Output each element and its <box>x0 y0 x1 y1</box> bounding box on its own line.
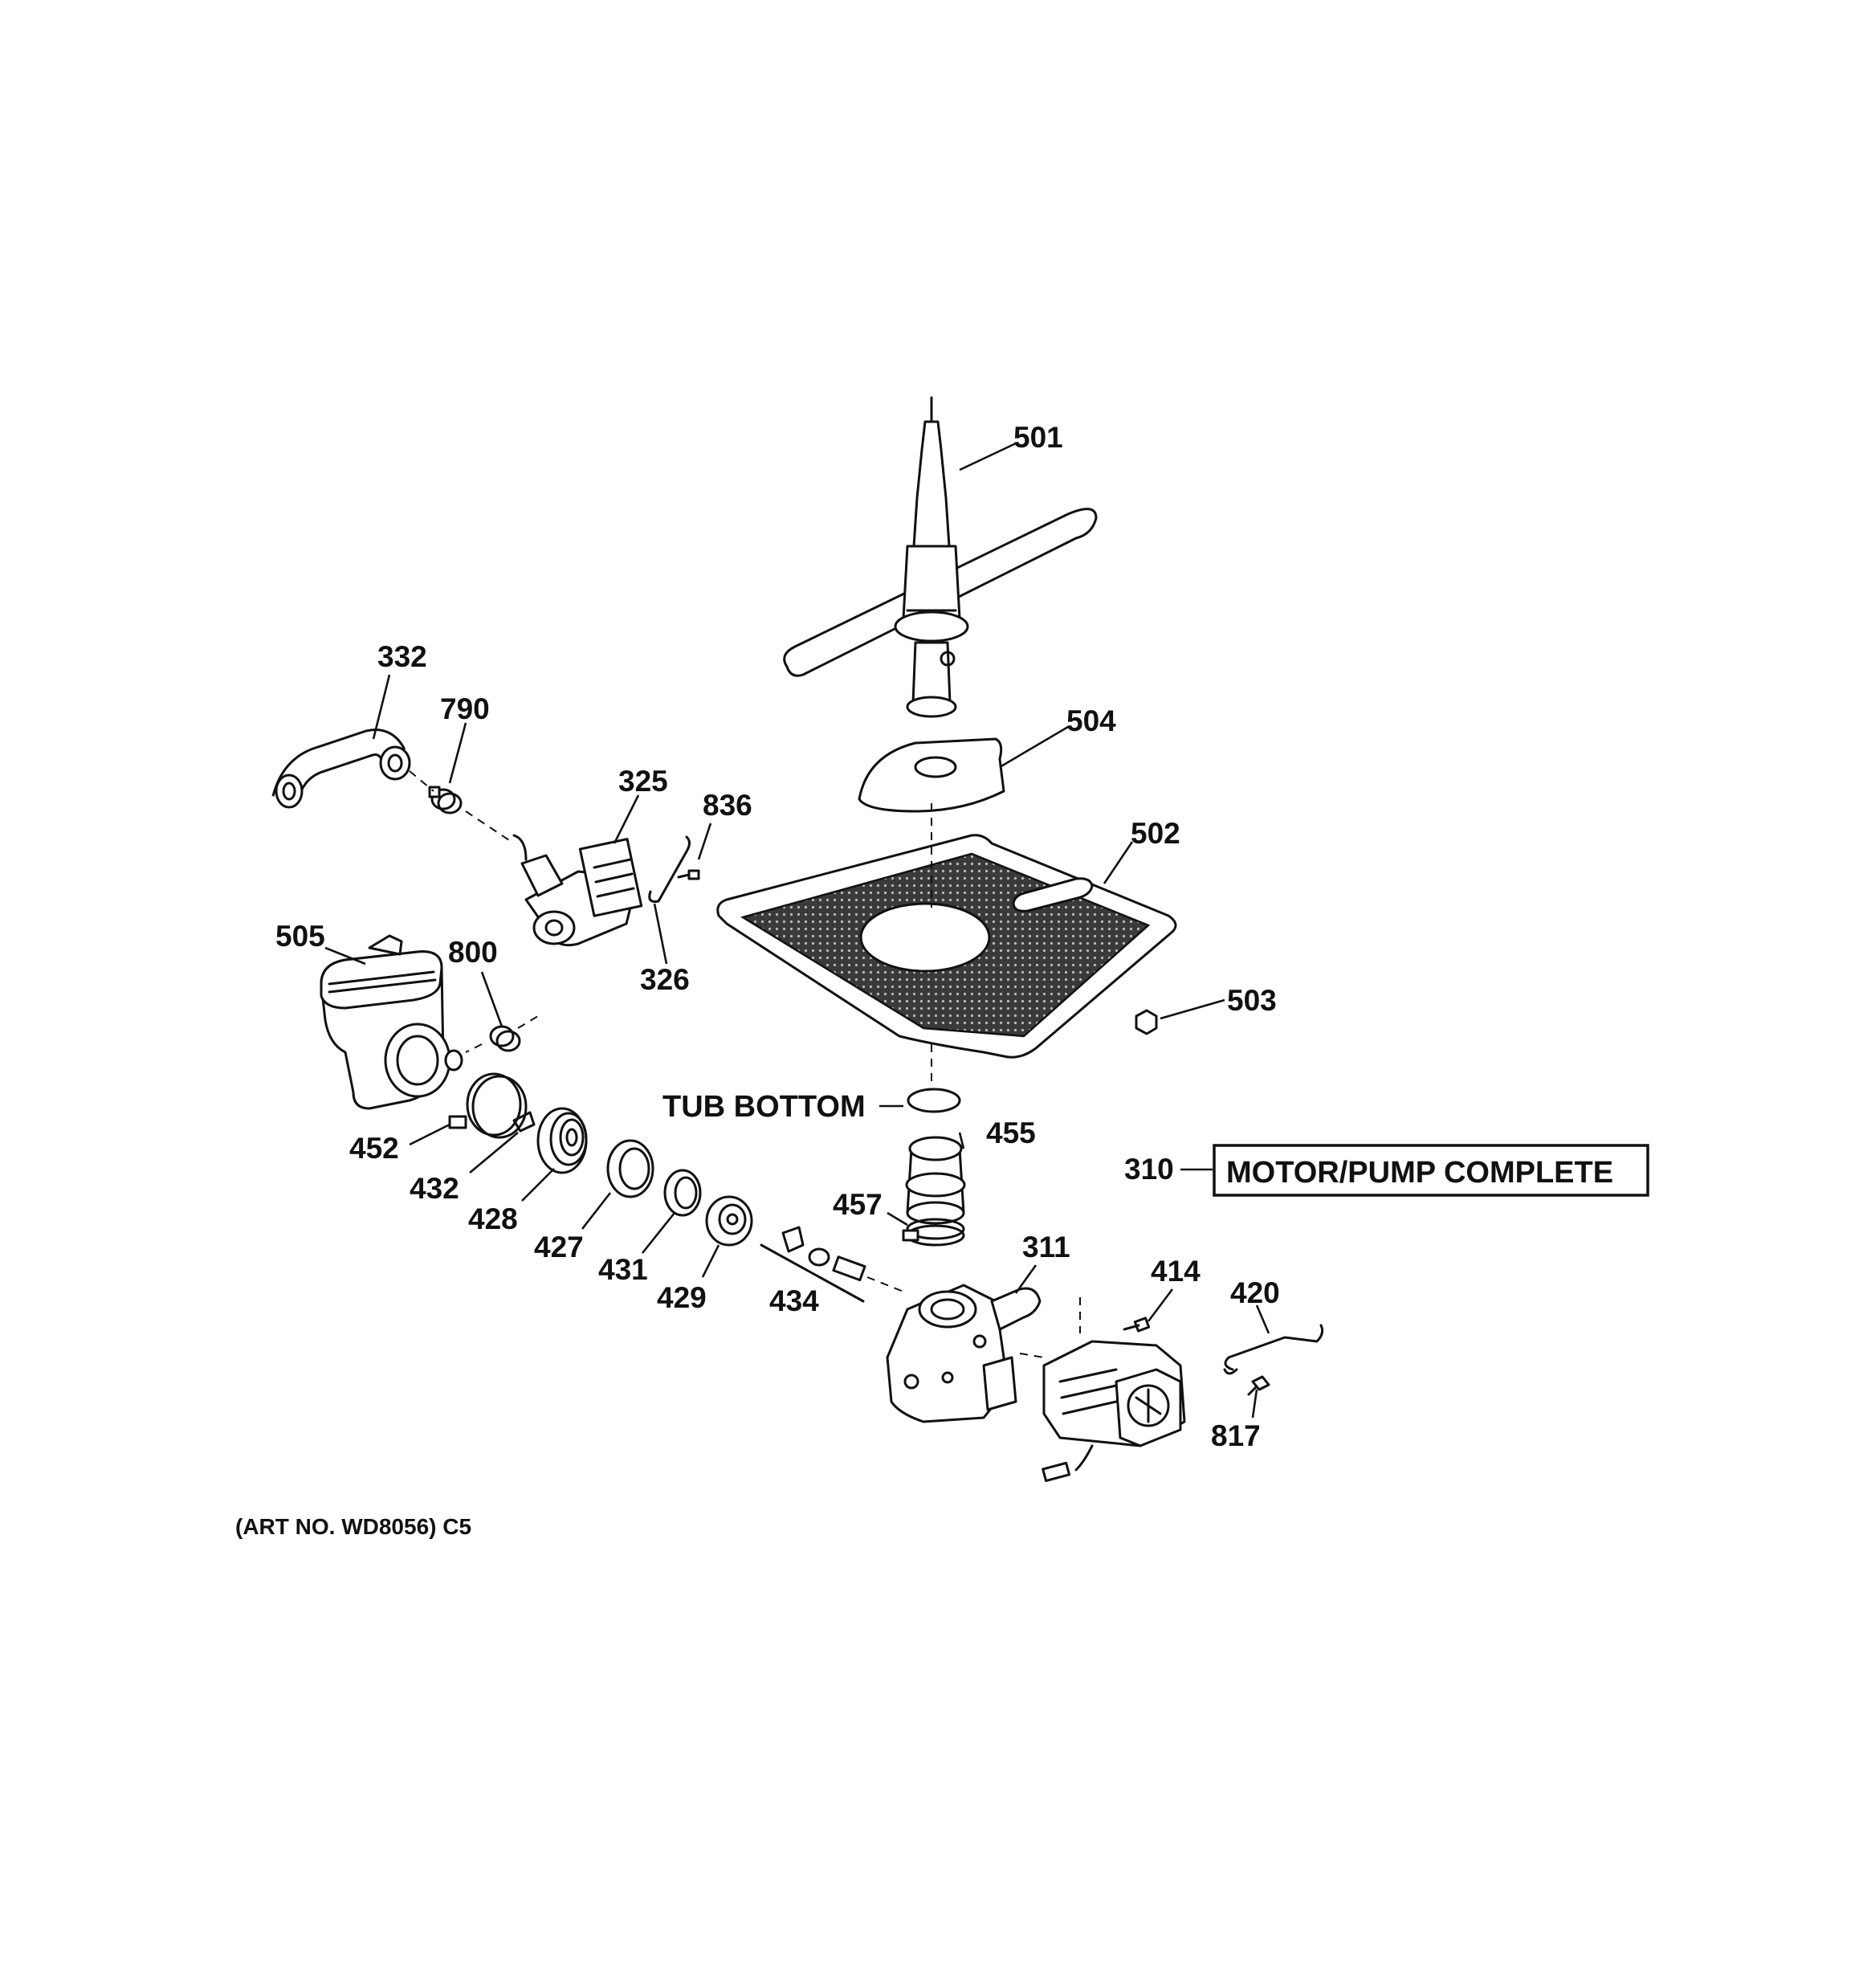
impeller-429-part <box>705 1195 753 1247</box>
callout-326: 326 <box>640 963 690 996</box>
clamp-790-part <box>428 786 463 814</box>
callout-790: 790 <box>440 692 490 725</box>
art-number: (ART NO. WD8056) C5 <box>235 1514 471 1539</box>
retainer-431-part <box>663 1169 702 1217</box>
motor-part <box>1042 1340 1186 1483</box>
hose-clamp-452-part <box>448 1072 528 1139</box>
shaft-kit-434-part <box>760 1226 866 1303</box>
callout-817: 817 <box>1211 1419 1261 1452</box>
callout-325: 325 <box>618 765 668 798</box>
screw-414-part <box>1123 1316 1151 1333</box>
callout-414: 414 <box>1151 1255 1201 1288</box>
callout-457: 457 <box>833 1188 883 1221</box>
ring-427-part <box>606 1139 654 1198</box>
motor-pump-complete-box: MOTOR/PUMP COMPLETE <box>1213 1144 1649 1197</box>
drain-hose-part <box>271 729 411 809</box>
callout-452: 452 <box>349 1132 399 1165</box>
callout-501: 501 <box>1013 421 1063 454</box>
callout-427: 427 <box>534 1231 584 1263</box>
callout-311: 311 <box>1022 1231 1070 1263</box>
callout-310: 310 <box>1124 1153 1174 1186</box>
spring-clip-part <box>648 835 691 903</box>
callout-800: 800 <box>448 936 498 969</box>
leader-lines <box>324 442 1270 1419</box>
nut-part <box>1135 1009 1158 1035</box>
callout-labels: 501 504 502 503 332 790 325 836 326 505 … <box>275 421 1280 1452</box>
callout-503: 503 <box>1227 984 1277 1017</box>
sump-seal-part <box>905 1136 966 1225</box>
clamp-800-part <box>489 1025 521 1052</box>
chopper-428-part <box>536 1107 588 1174</box>
callout-836: 836 <box>703 789 752 822</box>
callout-455: 455 <box>986 1116 1036 1149</box>
spray-arm-tower-part <box>783 396 1098 718</box>
callout-432: 432 <box>410 1172 459 1205</box>
pump-housing-311-part <box>886 1284 1042 1423</box>
callout-434: 434 <box>769 1284 819 1317</box>
callout-504: 504 <box>1066 704 1116 737</box>
sump-housing-part <box>320 934 463 1110</box>
callout-332: 332 <box>377 640 427 673</box>
callout-420: 420 <box>1230 1276 1280 1309</box>
callout-431: 431 <box>598 1253 648 1286</box>
callout-429: 429 <box>657 1281 707 1314</box>
tub-bottom-label: TUB BOTTOM <box>662 1090 866 1124</box>
callout-502: 502 <box>1131 817 1180 850</box>
gasket-ring-part <box>907 1088 961 1113</box>
screw-836-part <box>677 869 700 880</box>
filter-screen-part <box>716 834 1177 1059</box>
motor-pump-complete-label: MOTOR/PUMP COMPLETE <box>1226 1156 1613 1190</box>
callout-505: 505 <box>275 920 325 953</box>
hose-clamp-part <box>902 1218 965 1247</box>
deflector-part <box>858 737 1005 813</box>
drain-pump-part <box>512 834 643 947</box>
clamp-432-part <box>512 1111 536 1133</box>
callout-428: 428 <box>468 1202 518 1235</box>
bracket-420-part <box>1223 1324 1324 1375</box>
screw-817-part <box>1247 1375 1270 1396</box>
